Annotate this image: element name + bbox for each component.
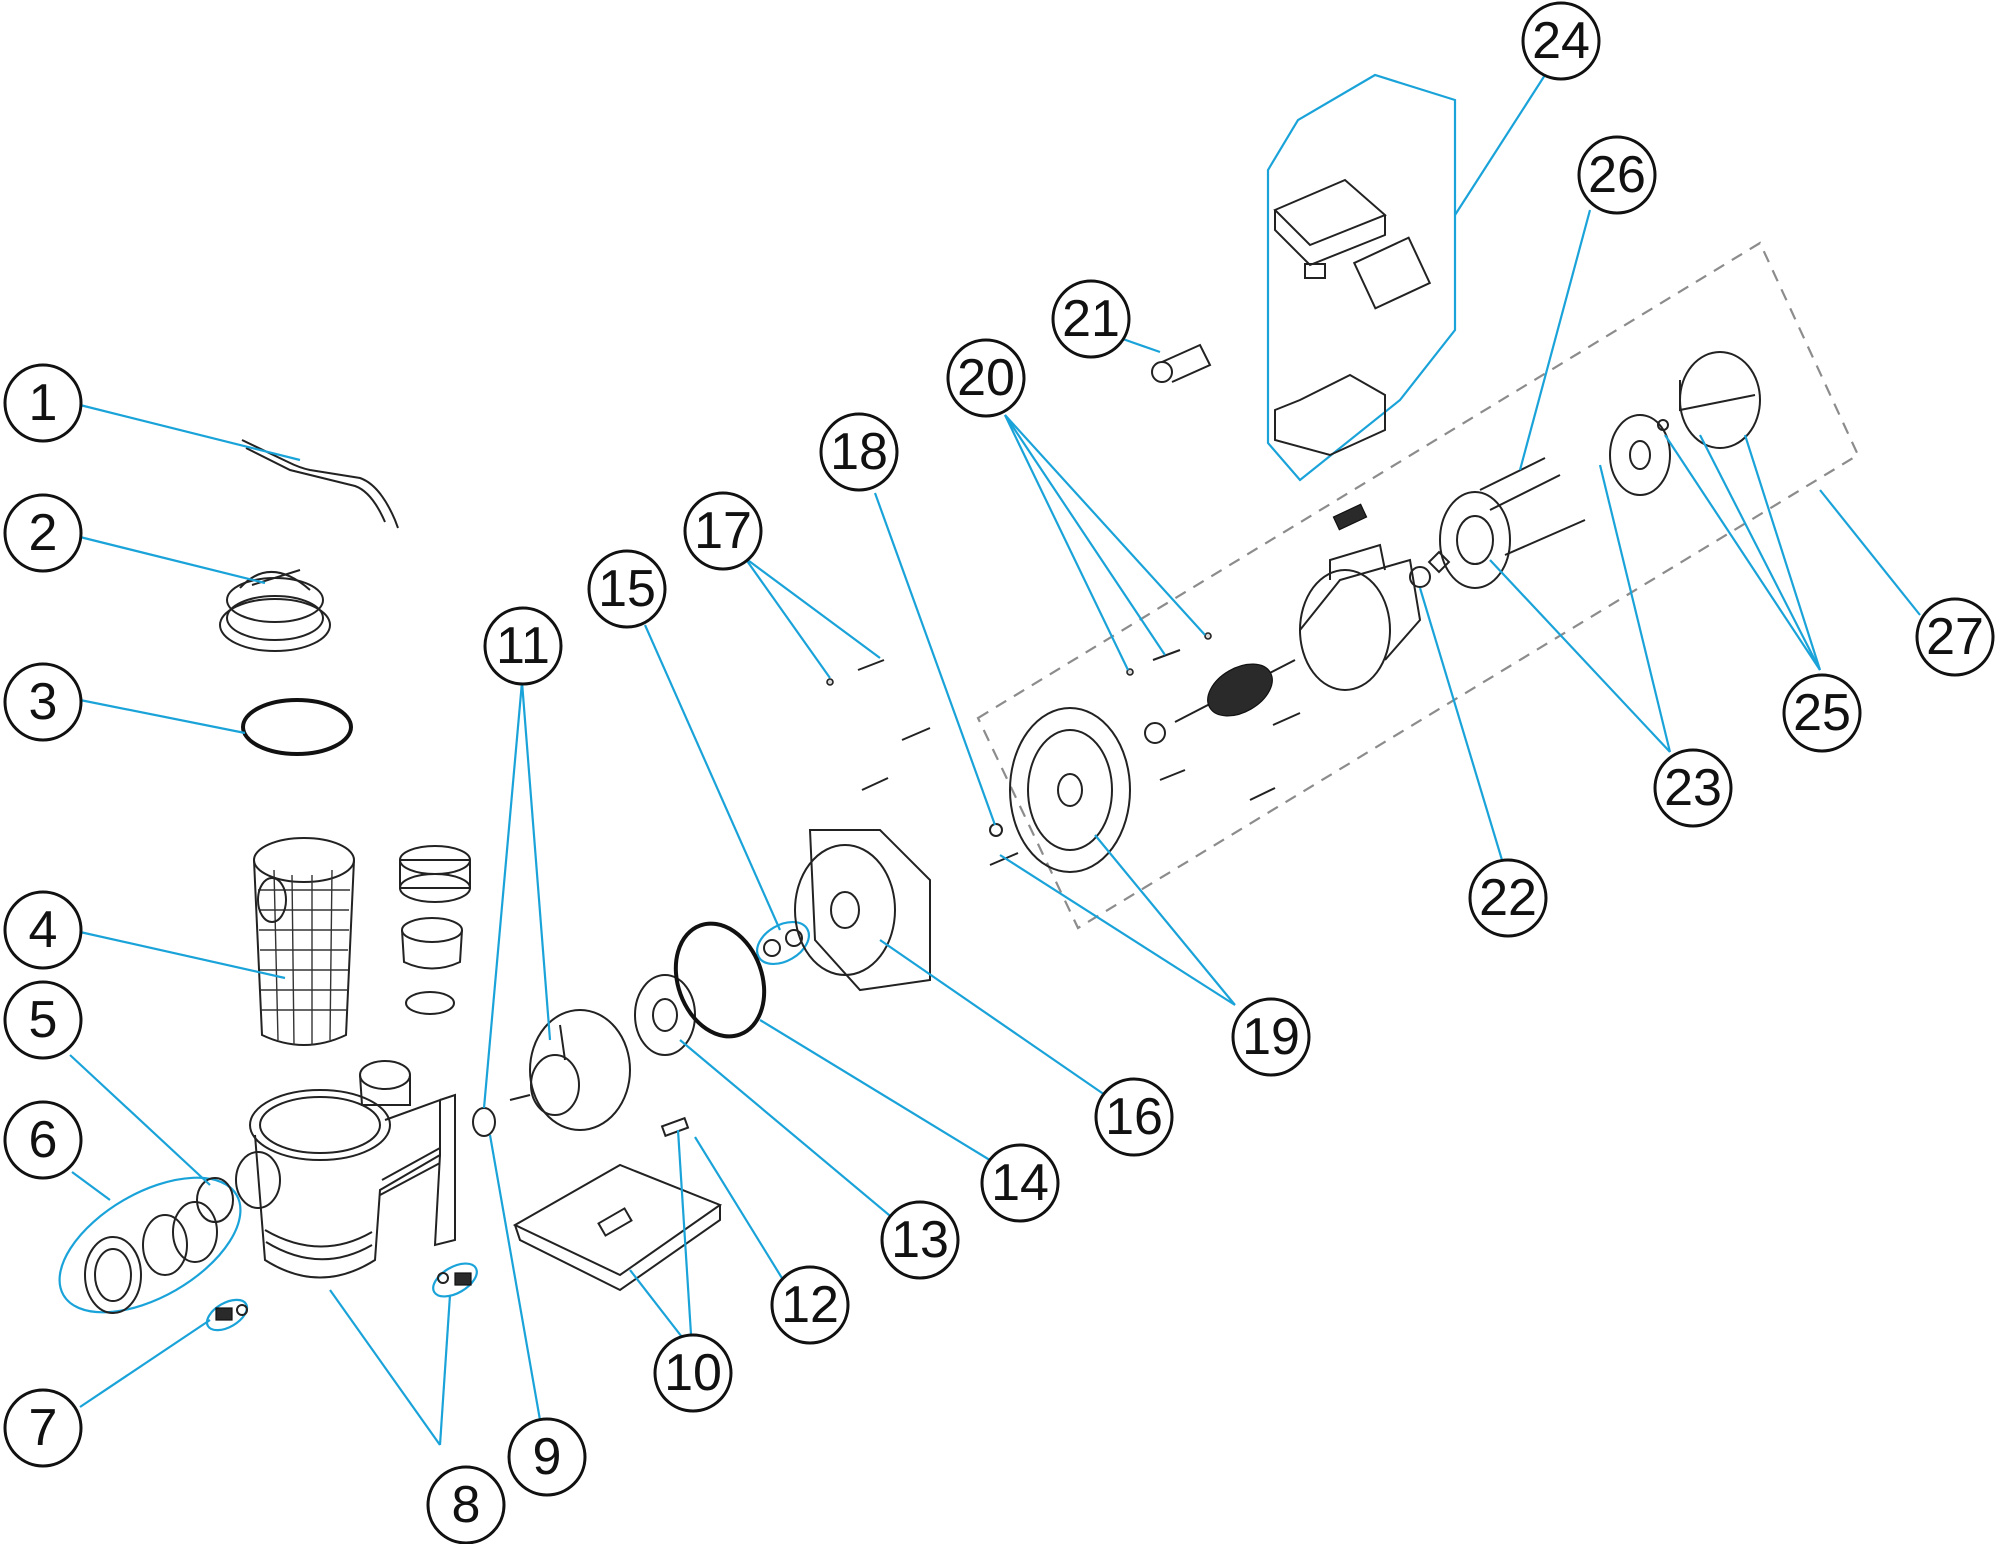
- motor-flange-part: [1009, 707, 1131, 873]
- leader-lines: [69, 74, 1921, 1446]
- svg-text:15: 15: [598, 560, 656, 618]
- callout-9: 9: [507, 1417, 587, 1497]
- union-o-ring-part: [196, 1177, 234, 1223]
- svg-text:6: 6: [29, 1111, 58, 1169]
- svg-text:19: 19: [1242, 1008, 1300, 1066]
- rear-end-shield-part: [1439, 491, 1511, 589]
- seal-plate-o-ring-part: [673, 921, 767, 1039]
- motor-assembly-dashed-box: [976, 241, 1860, 930]
- svg-text:1: 1: [29, 374, 58, 432]
- svg-text:26: 26: [1588, 146, 1646, 204]
- svg-text:25: 25: [1793, 684, 1851, 742]
- base-clip-part: [660, 1116, 690, 1138]
- pump-base-part: [512, 1163, 723, 1292]
- bolt-set-part-20: [1126, 632, 1301, 801]
- washer-bolt-part-18: [989, 823, 1019, 866]
- svg-text:22: 22: [1479, 869, 1537, 927]
- wrench-part: [241, 439, 399, 529]
- capacitor-part: [1151, 343, 1212, 383]
- svg-text:27: 27: [1926, 608, 1984, 666]
- callout-20: 20: [946, 338, 1026, 418]
- callout-7: 7: [3, 1388, 83, 1468]
- diffuser-part: [509, 1009, 631, 1131]
- callout-27: 27: [1915, 597, 1995, 677]
- union-group-outline: [58, 1176, 242, 1314]
- tie-rod-set-part: [1479, 457, 1586, 556]
- strainer-basket-part: [253, 837, 355, 1046]
- svg-text:4: 4: [29, 901, 58, 959]
- callout-1: 1: [3, 363, 83, 443]
- diffuser-o-ring-part: [472, 1107, 496, 1137]
- rear-bearing-part: [1409, 550, 1451, 588]
- seal-group-outline-15: [756, 920, 810, 966]
- rotor-shaft-part: [1144, 659, 1296, 744]
- svg-text:18: 18: [830, 423, 888, 481]
- svg-text:20: 20: [957, 349, 1015, 407]
- callout-3: 3: [3, 662, 83, 742]
- fan-cover-part: [1657, 351, 1761, 449]
- callout-24: 24: [1521, 1, 1601, 81]
- svg-text:5: 5: [29, 991, 58, 1049]
- callout-21: 21: [1051, 279, 1131, 359]
- svg-text:8: 8: [452, 1476, 481, 1534]
- callout-16: 16: [1094, 1077, 1174, 1157]
- impeller-part: [634, 974, 696, 1056]
- svg-text:12: 12: [781, 1276, 839, 1334]
- callout-4: 4: [3, 890, 83, 970]
- seal-plate-part: [794, 829, 931, 992]
- callout-17: 17: [683, 491, 763, 571]
- callout-5: 5: [3, 980, 83, 1060]
- plug-group-outline-7: [205, 1298, 249, 1332]
- strainer-lid-part: [219, 569, 331, 652]
- svg-text:14: 14: [991, 1154, 1049, 1212]
- svg-text:17: 17: [694, 502, 752, 560]
- callout-26: 26: [1577, 135, 1657, 215]
- svg-text:10: 10: [664, 1344, 722, 1402]
- svg-text:23: 23: [1664, 759, 1722, 817]
- bolt-set-part-17: [826, 659, 931, 791]
- drain-plug-part-8: [437, 1272, 472, 1286]
- callout-23: 23: [1653, 748, 1733, 828]
- control-box-parts: [1273, 178, 1432, 457]
- svg-text:2: 2: [29, 504, 58, 562]
- svg-text:21: 21: [1062, 290, 1120, 348]
- pump-housing-part: [235, 1060, 456, 1279]
- drain-plug-part-7: [215, 1304, 248, 1321]
- callout-10: 10: [653, 1333, 733, 1413]
- callout-18: 18: [819, 412, 899, 492]
- callout-25: 25: [1782, 673, 1862, 753]
- svg-text:16: 16: [1105, 1088, 1163, 1146]
- suction-union-part: [84, 1201, 218, 1314]
- callout-11: 11: [483, 606, 563, 686]
- callout-19: 19: [1231, 997, 1311, 1077]
- mechanical-seal-part: [763, 929, 803, 957]
- svg-text:9: 9: [533, 1428, 562, 1486]
- plug-group-outline-8: [432, 1262, 478, 1298]
- cooling-fan-part: [1609, 414, 1671, 496]
- motor-stator-part: [1299, 503, 1422, 691]
- svg-text:3: 3: [29, 673, 58, 731]
- callout-8: 8: [426, 1465, 506, 1544]
- callout-13: 13: [880, 1200, 960, 1280]
- callouts: 1 2 3 4 5 6 7 8: [3, 1, 1995, 1544]
- lid-o-ring-part: [241, 698, 353, 756]
- union-set-part: [399, 845, 471, 1015]
- callout-6: 6: [3, 1100, 83, 1180]
- svg-text:24: 24: [1532, 12, 1590, 70]
- callout-15: 15: [587, 549, 667, 629]
- callout-12: 12: [770, 1265, 850, 1345]
- callout-14: 14: [980, 1143, 1060, 1223]
- svg-text:13: 13: [891, 1211, 949, 1269]
- callout-22: 22: [1468, 858, 1548, 938]
- callout-2: 2: [3, 493, 83, 573]
- svg-text:7: 7: [29, 1399, 58, 1457]
- svg-text:11: 11: [496, 617, 550, 675]
